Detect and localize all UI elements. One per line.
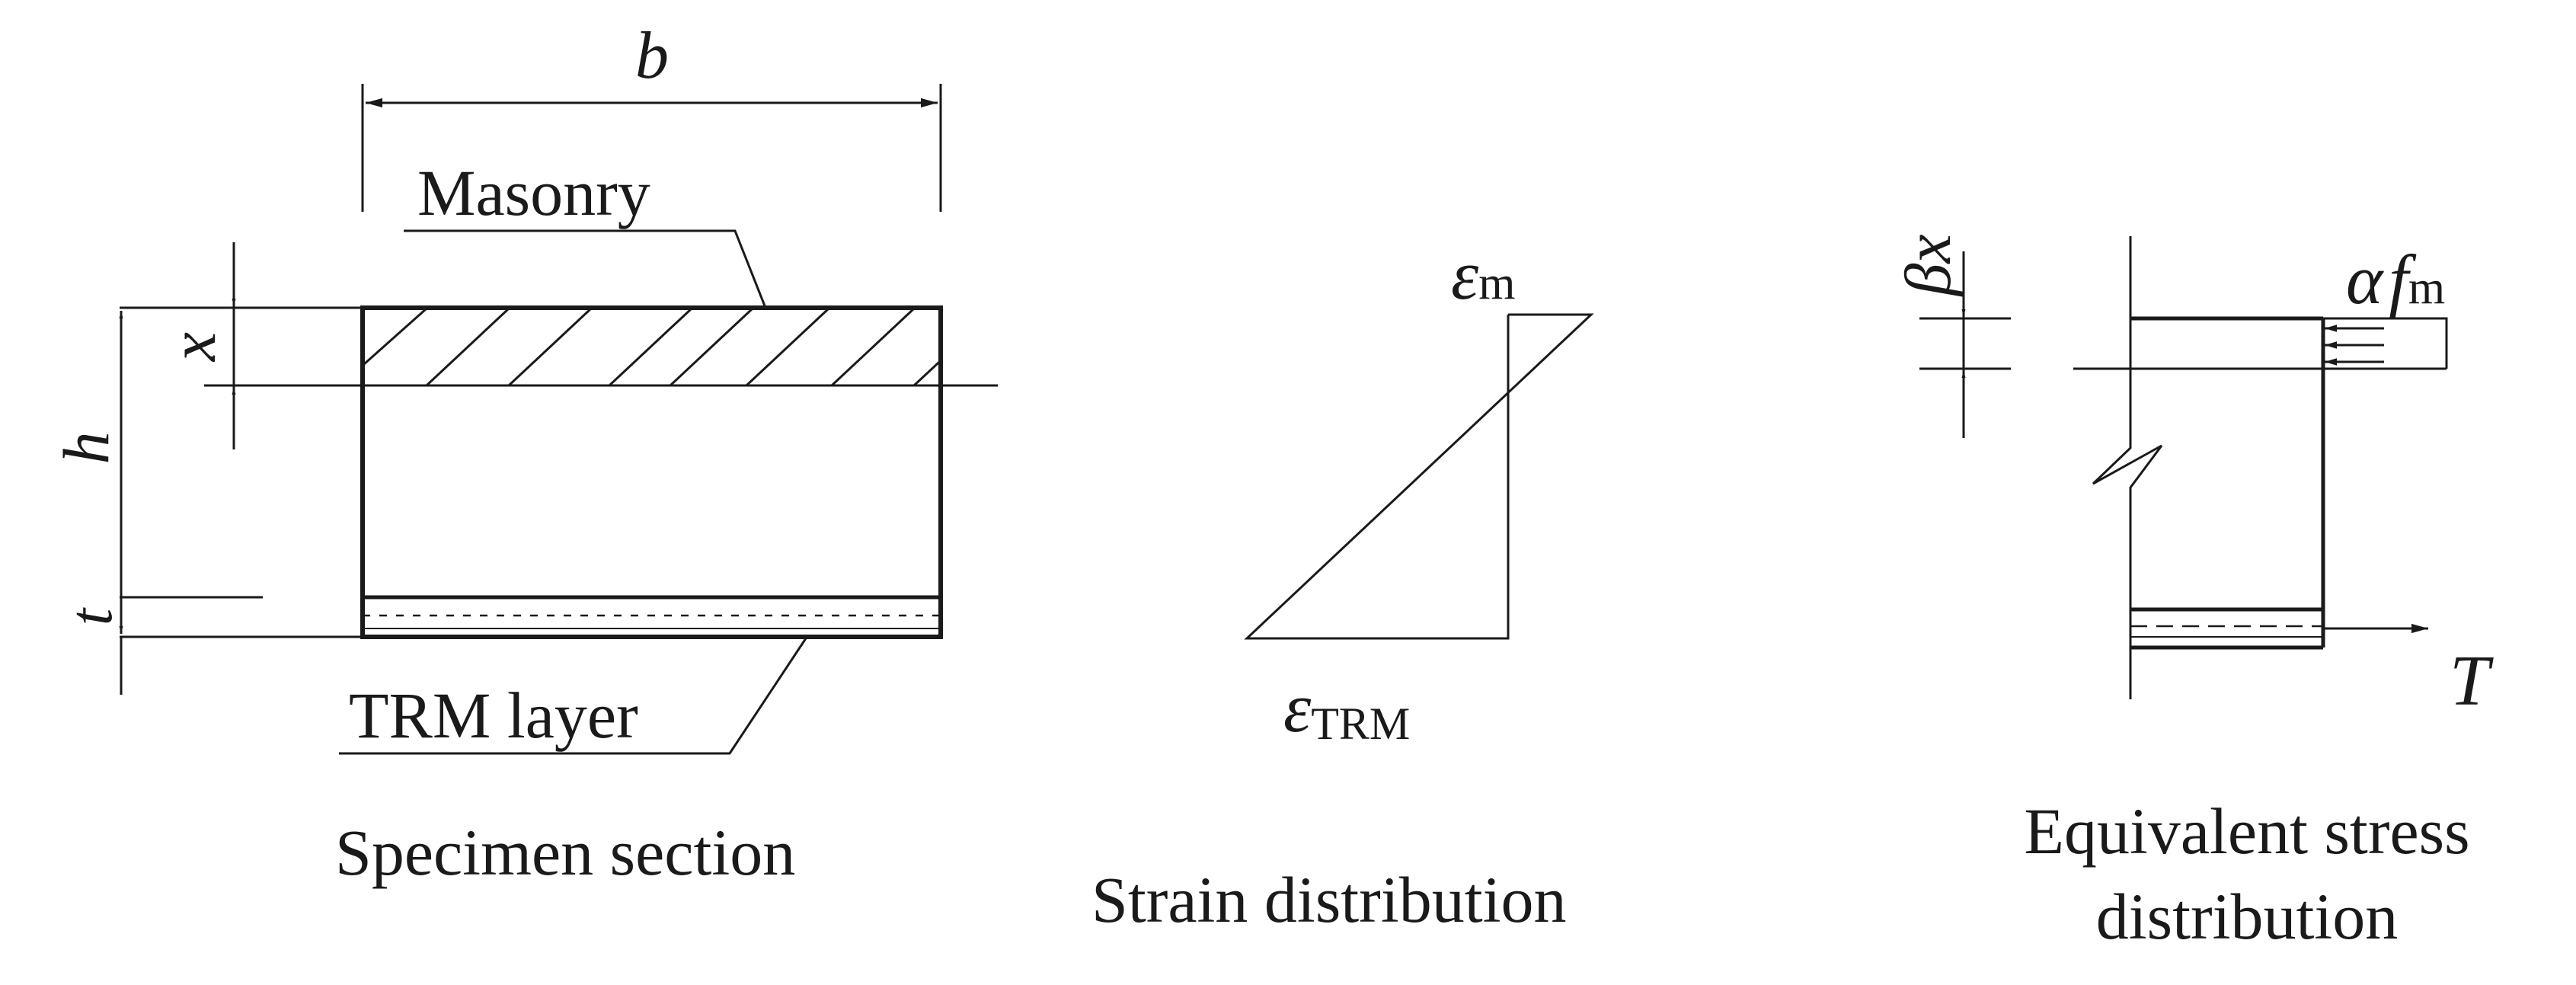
masonry-label: Masonry bbox=[417, 156, 650, 229]
strain-profile bbox=[1244, 313, 1594, 640]
alpha-symbol: α bbox=[2346, 241, 2384, 318]
strain-distribution: εm εTRM Strain distribution bbox=[1091, 236, 1594, 936]
dimension-t: t bbox=[58, 596, 263, 695]
strain-top-subscript: m bbox=[1478, 257, 1515, 309]
dimension-h-label: h bbox=[50, 432, 123, 465]
trm-layer bbox=[363, 595, 941, 629]
dimension-b-label: b bbox=[635, 19, 669, 93]
masonry-hatching bbox=[363, 309, 940, 385]
stress-caption-line2: distribution bbox=[2096, 880, 2399, 953]
f-subscript: m bbox=[2408, 262, 2445, 314]
tension-label: T bbox=[2450, 641, 2494, 721]
beta-x-label: βx bbox=[1891, 234, 1964, 297]
specimen-section-caption: Specimen section bbox=[335, 816, 795, 889]
strain-bottom-subscript: TRM bbox=[1311, 699, 1410, 749]
masonry-leader-line bbox=[404, 229, 767, 309]
stress-distribution: βx αfm T Equivalent stress distribution bbox=[1891, 234, 2494, 953]
dimension-x-label: x bbox=[156, 332, 229, 363]
stress-trm-strip bbox=[2130, 607, 2323, 638]
strain-top-label: εm bbox=[1451, 236, 1516, 314]
broken-section-edge bbox=[2092, 236, 2163, 699]
stress-caption-line1: Equivalent stress bbox=[2024, 795, 2469, 868]
dimension-x: x bbox=[156, 242, 363, 449]
strain-distribution-caption: Strain distribution bbox=[1091, 863, 1567, 936]
dimension-t-label: t bbox=[58, 607, 125, 625]
trm-leader-line bbox=[339, 638, 807, 755]
specimen-section: b Masonry TRM layer bbox=[50, 19, 998, 889]
stress-block bbox=[2323, 317, 2448, 369]
trm-layer-label: TRM layer bbox=[349, 679, 638, 752]
strain-bottom-symbol: ε bbox=[1283, 669, 1312, 747]
compression-arrows bbox=[2325, 325, 2384, 366]
strain-top-symbol: ε bbox=[1451, 236, 1479, 314]
alpha-fm-label: αfm bbox=[2346, 241, 2445, 318]
section-outline bbox=[360, 305, 943, 639]
dimension-b: b bbox=[361, 19, 942, 212]
strain-bottom-label: εTRM bbox=[1283, 669, 1410, 749]
dimension-beta-x: βx bbox=[1891, 234, 2011, 438]
